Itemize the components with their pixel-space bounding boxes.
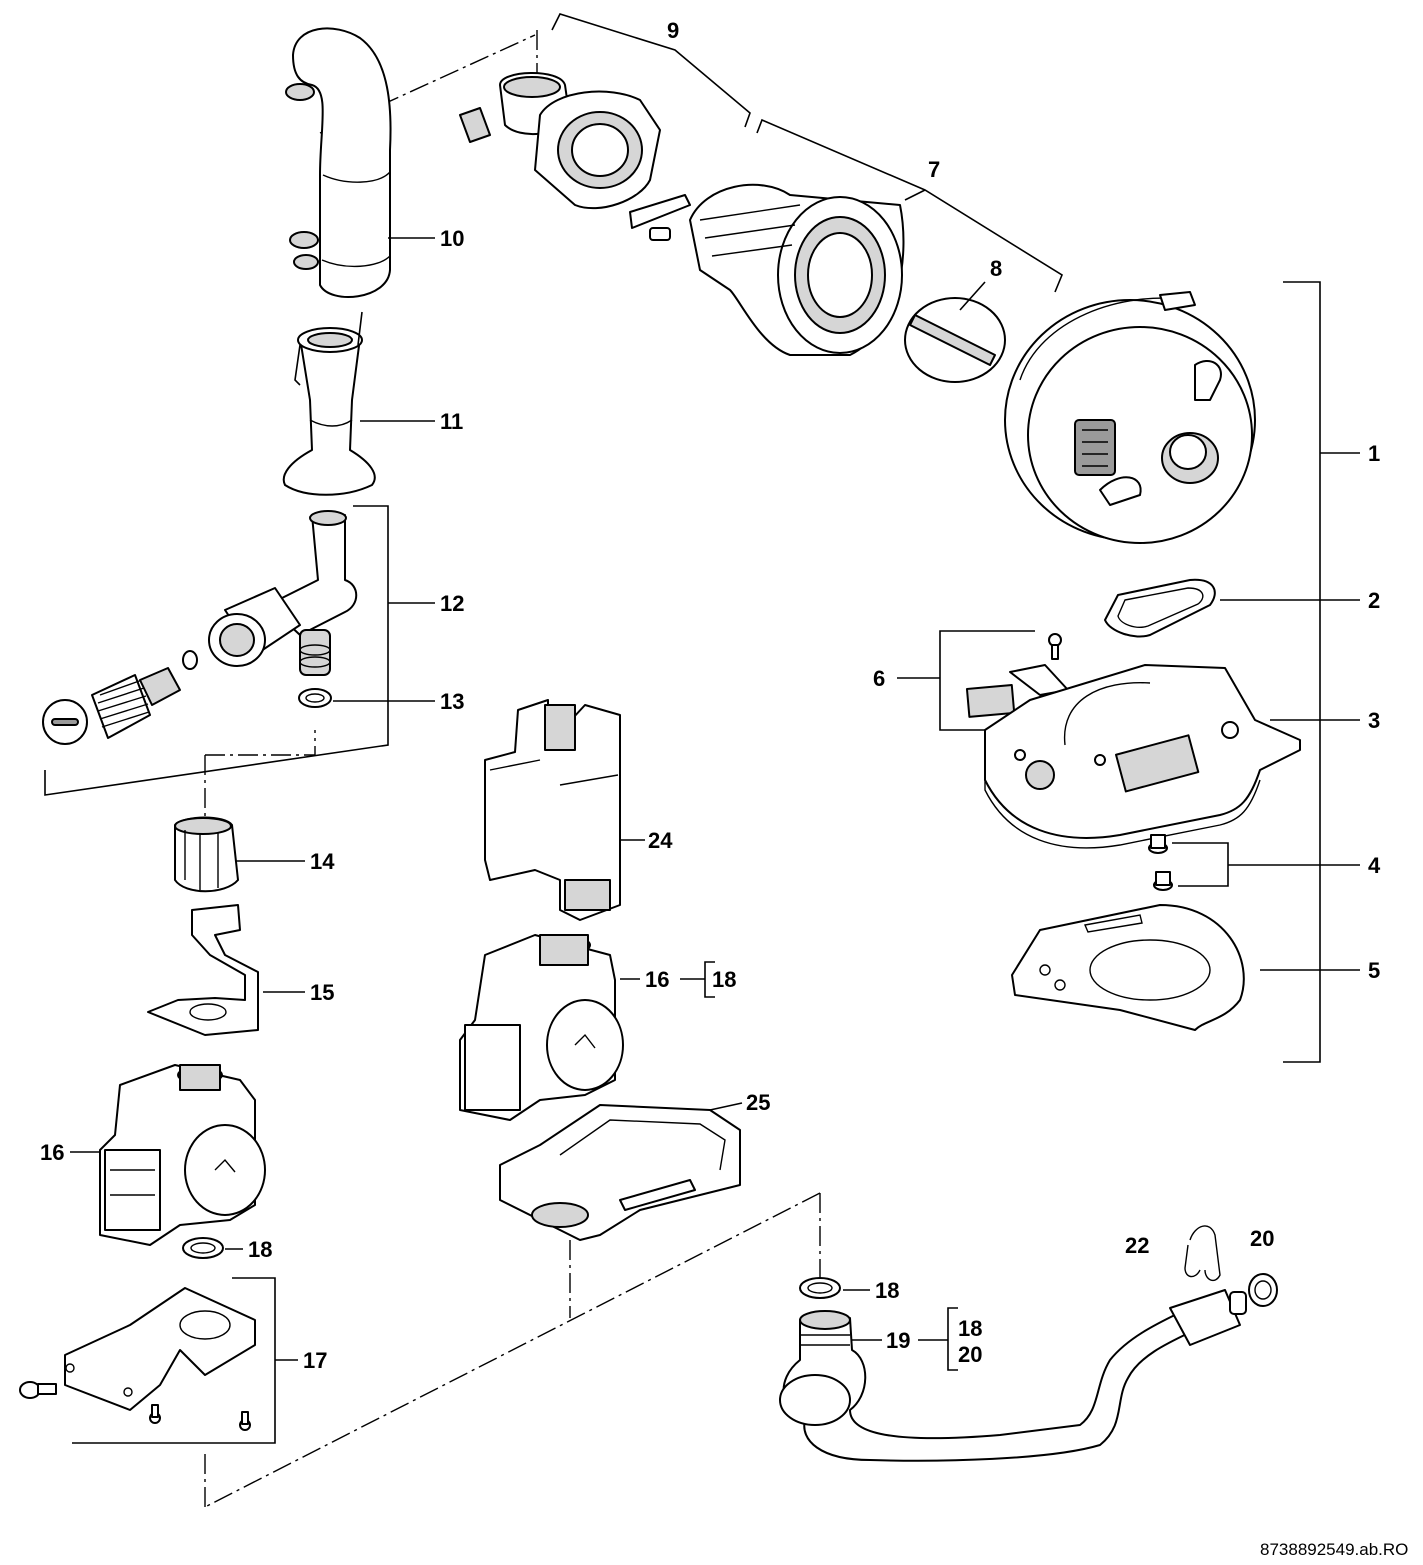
part-16-gas-valve-left <box>99 1064 266 1246</box>
label-10: 10 <box>440 226 464 251</box>
label-5: 5 <box>1368 958 1380 983</box>
label-2: 2 <box>1368 588 1380 613</box>
part-22-clip <box>1184 1225 1221 1282</box>
part-9-venturi <box>459 72 691 241</box>
part-1-fan <box>1004 291 1256 544</box>
label-7: 7 <box>928 157 940 182</box>
part-labels: 1 2 3 4 5 6 7 8 9 10 11 12 13 14 15 16 1… <box>40 18 1381 1373</box>
part-3-base-plate <box>984 664 1301 849</box>
part-24-cover-frame <box>484 699 621 921</box>
label-15: 15 <box>310 980 334 1005</box>
label-12: 12 <box>440 591 464 616</box>
part-4-screws <box>1148 834 1173 891</box>
part-14-nut <box>174 816 239 893</box>
label-16-left: 16 <box>40 1140 64 1165</box>
part-12-valve-body <box>42 510 358 745</box>
label-14: 14 <box>310 849 335 874</box>
assembly-axis-lines <box>204 30 821 1508</box>
label-11: 11 <box>440 409 463 434</box>
part-11-funnel-sleeve <box>282 311 376 496</box>
label-18-valve-bracket: 18 <box>712 967 736 992</box>
part-2-gasket <box>1104 578 1216 638</box>
label-19: 19 <box>886 1328 910 1353</box>
label-20-seal: 20 <box>1250 1226 1274 1251</box>
label-4: 4 <box>1368 853 1381 878</box>
document-code: 8738892549.ab.RO <box>1260 1540 1408 1559</box>
part-10-bent-tube <box>285 27 392 298</box>
part-16-gas-valve-middle <box>459 934 624 1121</box>
part-13-o-ring <box>298 688 332 708</box>
label-18-pipe-ring: 18 <box>875 1278 899 1303</box>
label-6: 6 <box>873 666 885 691</box>
label-8: 8 <box>990 256 1002 281</box>
part-5-base-gasket <box>1011 904 1245 1031</box>
label-13: 13 <box>440 689 464 714</box>
label-18-left: 18 <box>248 1237 272 1262</box>
part-15-bracket <box>147 904 259 1036</box>
part-19-gas-pipe <box>779 1289 1247 1462</box>
part-6-small-parts <box>965 633 1069 718</box>
group-brackets <box>44 13 1321 1444</box>
part-18-o-rings <box>182 1237 841 1299</box>
part-7-adapter <box>689 183 905 356</box>
label-18-pipe-bracket: 18 <box>958 1316 982 1341</box>
part-8-disc <box>904 297 1006 383</box>
label-20-pipe-bracket: 20 <box>958 1342 982 1367</box>
label-24: 24 <box>648 828 673 853</box>
label-1: 1 <box>1368 441 1380 466</box>
label-25: 25 <box>746 1090 770 1115</box>
part-25-tray <box>499 1104 741 1241</box>
label-22: 22 <box>1125 1233 1149 1258</box>
label-9: 9 <box>667 18 679 43</box>
label-16-middle: 16 <box>645 967 669 992</box>
part-20-seal-ring <box>1248 1273 1278 1307</box>
label-17: 17 <box>303 1348 327 1373</box>
part-17-mounting-bracket <box>19 1287 256 1431</box>
label-3: 3 <box>1368 708 1380 733</box>
leader-lines <box>70 189 1360 1361</box>
